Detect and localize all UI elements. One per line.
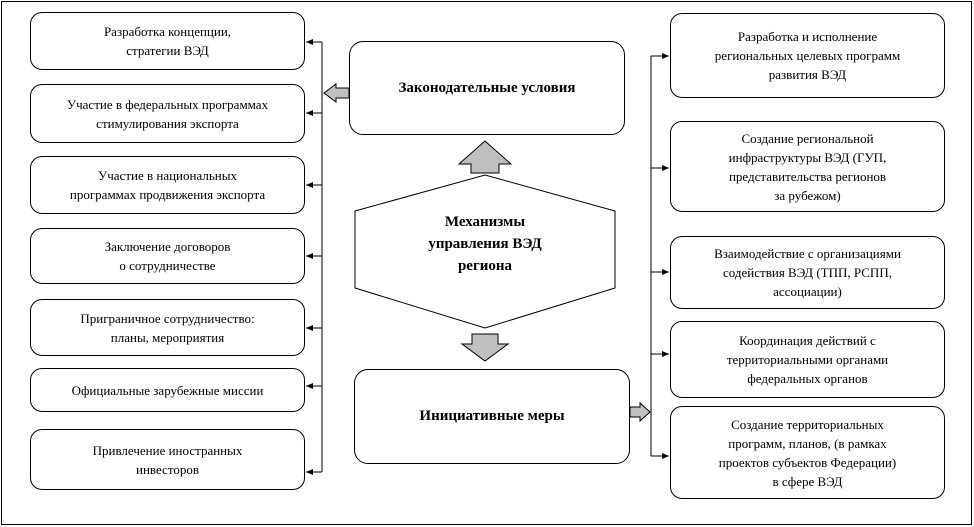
left-box-label: Заключение договоров о сотрудничестве bbox=[104, 239, 231, 273]
left-box-label: Приграничное сотрудничество: планы, меро… bbox=[80, 310, 255, 345]
left-box-foreign-investors: Привлечение иностранных инвесторов bbox=[30, 429, 305, 490]
left-block-arrow bbox=[323, 83, 350, 103]
right-box-label: Координация действий с территориальными … bbox=[726, 333, 889, 386]
right-box-coordination: Координация действий с территориальными … bbox=[670, 321, 945, 398]
left-box-label: Участие в национальных программах продви… bbox=[69, 168, 266, 202]
initiative-measures-label: Инициативные меры bbox=[419, 408, 565, 424]
right-block-arrow bbox=[629, 401, 651, 423]
left-box-national-programs: Участие в национальных программах продви… bbox=[30, 156, 305, 214]
left-box-border-cooperation: Приграничное сотрудничество: планы, меро… bbox=[30, 299, 305, 356]
right-box-target-programs: Разработка и исполнение региональных цел… bbox=[670, 13, 945, 98]
left-box-federal-programs: Участие в федеральных программах стимули… bbox=[30, 84, 305, 143]
legislative-conditions-box: Законодательные условия bbox=[349, 41, 625, 135]
left-box-concept-strategy: Разработка концепции, стратегии ВЭД bbox=[30, 12, 305, 70]
left-box-cooperation-agreements: Заключение договоров о сотрудничестве bbox=[30, 228, 305, 284]
left-box-label: Официальные зарубежные миссии bbox=[71, 382, 264, 398]
right-box-label: Взаимодействие с организациями содействи… bbox=[714, 246, 901, 299]
left-box-label: Разработка концепции, стратегии ВЭД bbox=[103, 24, 232, 58]
left-box-label: Привлечение иностранных инвесторов bbox=[92, 442, 243, 477]
right-box-territorial-programs: Создание территориальных программ, плано… bbox=[670, 406, 945, 499]
right-box-organizations: Взаимодействие с организациями содействи… bbox=[670, 236, 945, 309]
down-block-arrow bbox=[460, 333, 510, 362]
right-box-label: Создание территориальных программ, плано… bbox=[718, 416, 897, 489]
right-box-label: Создание региональной инфраструктуры ВЭД… bbox=[728, 130, 887, 203]
mechanisms-hexagon bbox=[354, 174, 616, 329]
legislative-conditions-label: Законодательные условия bbox=[398, 79, 576, 96]
mechanisms-label: Механизмы управления ВЭД региона bbox=[428, 214, 542, 274]
initiative-measures-box: Инициативные меры bbox=[354, 369, 630, 464]
up-block-arrow bbox=[457, 140, 513, 174]
right-box-infrastructure: Создание региональной инфраструктуры ВЭД… bbox=[670, 121, 945, 212]
left-box-foreign-missions: Официальные зарубежные миссии bbox=[30, 368, 305, 412]
left-box-label: Участие в федеральных программах стимули… bbox=[66, 96, 269, 131]
right-box-label: Разработка и исполнение региональных цел… bbox=[714, 29, 901, 82]
